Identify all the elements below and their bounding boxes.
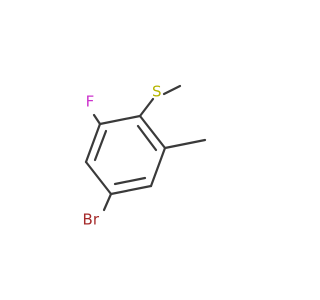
- bond-c6-c1: [98, 114, 142, 126]
- sulfur-atom-label: S: [152, 83, 162, 101]
- bond-c4-c5: [84, 160, 113, 196]
- bond-c5-c6: [84, 122, 102, 164]
- molecule-canvas: S F Br: [83, 83, 207, 229]
- bond-c4-br: [102, 192, 113, 212]
- molecule-structure: S F Br: [83, 83, 207, 229]
- bond-c3-c4: [109, 184, 153, 196]
- fluorine-atom-label: F: [86, 93, 95, 111]
- bond-s-methyl: [162, 84, 182, 96]
- bromine-atom-label: Br: [83, 211, 100, 229]
- double-bond-c1-c2: [136, 124, 158, 152]
- bond-c2-methyl: [163, 138, 207, 150]
- bond-c6-f: [92, 113, 102, 126]
- bond-c1-c2: [138, 114, 167, 150]
- double-bond-c5-c6: [93, 129, 108, 162]
- double-bond-c3-c4: [113, 176, 147, 186]
- bond-c2-c3: [149, 146, 167, 188]
- bond-c1-s: [138, 97, 155, 118]
